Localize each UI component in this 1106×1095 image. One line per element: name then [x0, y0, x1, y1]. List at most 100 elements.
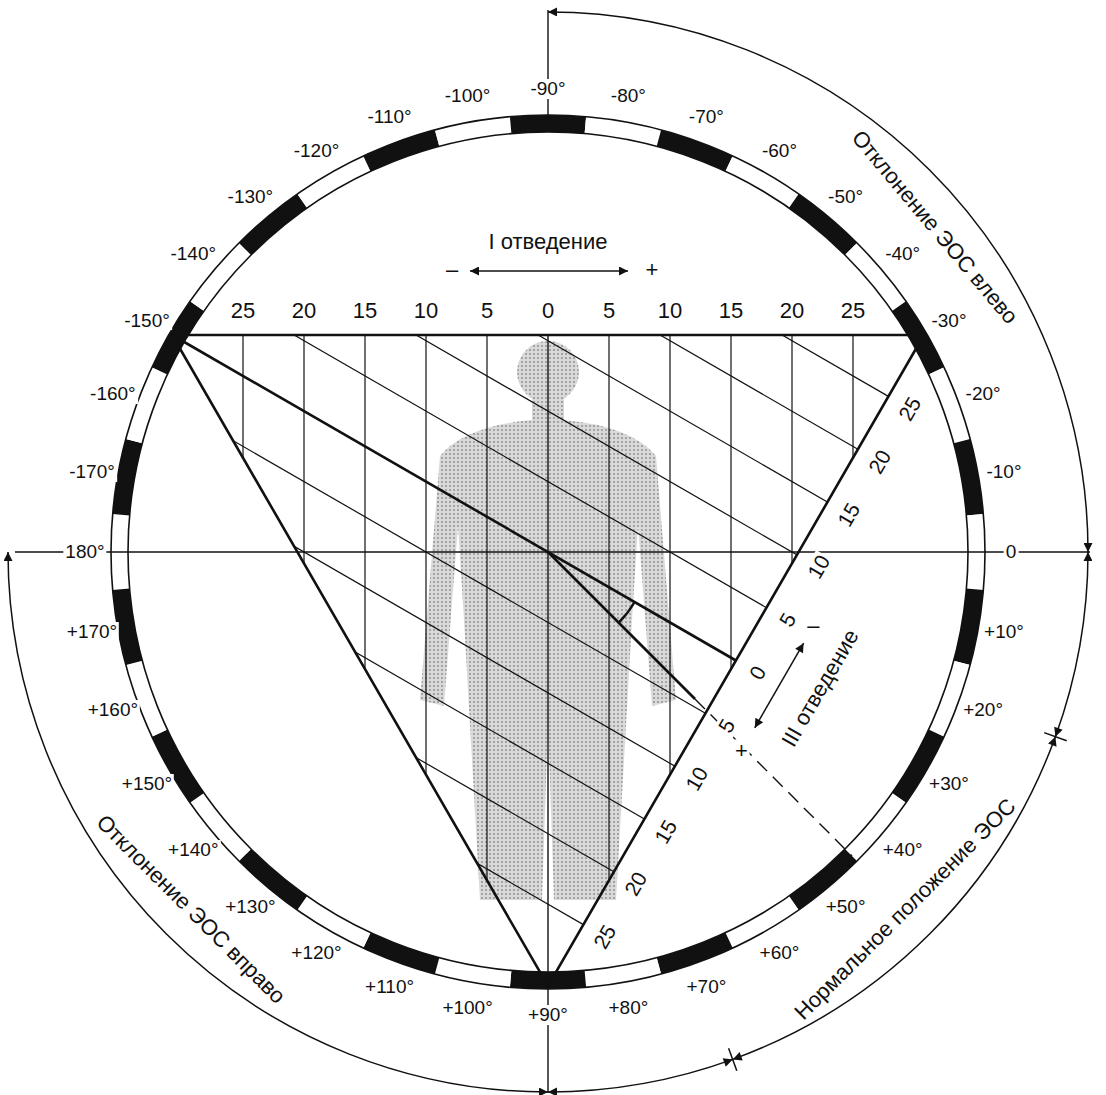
degree-label: +10° — [982, 622, 1026, 642]
axis-tick — [547, 988, 548, 1093]
scale-number: 10 — [802, 550, 835, 585]
degree-label: -160° — [88, 384, 138, 404]
lead-name: III отведение — [776, 623, 864, 752]
lead-name: I отведение — [487, 230, 610, 253]
degree-label: +120° — [289, 943, 343, 963]
degree-label: -130° — [226, 187, 276, 207]
polarity-sign: – — [805, 615, 821, 638]
degree-label: +160° — [86, 700, 140, 720]
scale-number: 10 — [412, 299, 440, 322]
range-tick — [729, 1048, 737, 1071]
degree-label: -70° — [687, 107, 726, 127]
degree-label: +70° — [684, 977, 728, 997]
range-arc — [733, 737, 1056, 1060]
degree-label: +170° — [65, 622, 119, 642]
degree-label: 180° — [63, 542, 106, 562]
lead-three-projection — [79, 0, 867, 454]
degree-label: -30° — [929, 311, 968, 331]
scale-number: 5 — [601, 299, 617, 322]
lead-one-projection — [303, 330, 304, 1000]
degree-label: 0 — [1004, 542, 1019, 562]
lead-three-projection — [0, 475, 592, 930]
axis-range-label: Отклонение ЭОС влево — [846, 125, 1023, 330]
degree-label: +20° — [961, 700, 1005, 720]
scale-number: 10 — [680, 761, 713, 796]
lead-one-projection — [730, 330, 731, 1000]
degree-label: -170° — [67, 462, 117, 482]
degree-label: +100° — [440, 998, 494, 1018]
scale-number: 20 — [863, 444, 896, 479]
degree-label: +140° — [166, 840, 220, 860]
degree-label: +110° — [363, 977, 416, 997]
lead-three-projection — [0, 422, 623, 877]
degree-label: +80° — [606, 998, 650, 1018]
scale-number: 5 — [714, 713, 741, 738]
degree-label: +130° — [223, 897, 277, 917]
scale-number: 15 — [650, 814, 683, 849]
lead-one-projection — [669, 330, 670, 1000]
degree-label: +40° — [881, 840, 925, 860]
range-arc — [548, 1059, 733, 1092]
angle-arc — [619, 602, 635, 623]
scale-number: 20 — [778, 299, 806, 322]
lead-three-projection — [109, 0, 897, 401]
range-arc — [1055, 552, 1088, 737]
degree-label: +90° — [526, 1005, 570, 1025]
scale-number: 5 — [479, 299, 495, 322]
ring-segment — [726, 896, 799, 948]
degree-label: -150° — [122, 311, 172, 331]
range-arc — [8, 552, 548, 1092]
degree-label: +50° — [824, 897, 868, 917]
degree-label: -90° — [528, 79, 567, 99]
lead-one-projection — [425, 330, 426, 1000]
lead-three-projection — [18, 105, 806, 560]
scale-number: 20 — [290, 299, 318, 322]
degree-label: -50° — [826, 187, 865, 207]
degree-label: -40° — [883, 244, 922, 264]
scale-number: 15 — [833, 497, 866, 532]
range-tick — [1044, 733, 1067, 741]
axis-tick — [547, 10, 548, 118]
electric-axis-vector — [548, 552, 695, 699]
degree-label: -140° — [168, 244, 218, 264]
degree-label: -10° — [984, 462, 1023, 482]
degree-label: -80° — [609, 86, 648, 106]
polarity-sign: – — [444, 258, 460, 281]
lead-three-projection — [0, 316, 684, 771]
range-arcs — [8, 12, 1088, 1092]
lead-one-projection — [608, 330, 609, 1000]
vertical-axis — [547, 335, 548, 986]
scale-number: 25 — [839, 299, 867, 322]
polarity-sign: + — [733, 739, 750, 762]
polarity-sign: + — [644, 258, 661, 281]
scale-number: 0 — [540, 299, 556, 322]
scale-number: 25 — [894, 392, 927, 427]
lead-three-projection — [48, 52, 836, 507]
lead-direction-arrow — [470, 270, 628, 272]
triangle-altitude — [172, 335, 736, 661]
scale-number: 15 — [351, 299, 379, 322]
lead-three-projection — [0, 263, 714, 718]
ring-segment — [726, 156, 799, 208]
degree-label: -60° — [760, 141, 799, 161]
ring-segment — [297, 896, 370, 948]
scale-number: 25 — [589, 920, 622, 955]
scale-number: 25 — [229, 299, 257, 322]
lead-three-projection — [0, 158, 775, 613]
degree-label: -120° — [292, 141, 342, 161]
lead-three-projection — [0, 369, 653, 824]
scale-number: 20 — [619, 867, 652, 902]
degree-label: -20° — [964, 384, 1003, 404]
degree-label: +30° — [927, 774, 971, 794]
einthoven-triangle — [172, 335, 924, 986]
degree-label: +60° — [758, 943, 802, 963]
degree-label: +150° — [120, 774, 174, 794]
scale-number: 15 — [717, 299, 745, 322]
degree-label: -100° — [443, 86, 493, 106]
scale-number: 5 — [775, 608, 802, 633]
ring-segment — [297, 156, 370, 208]
horizontal-axis — [15, 551, 1090, 552]
